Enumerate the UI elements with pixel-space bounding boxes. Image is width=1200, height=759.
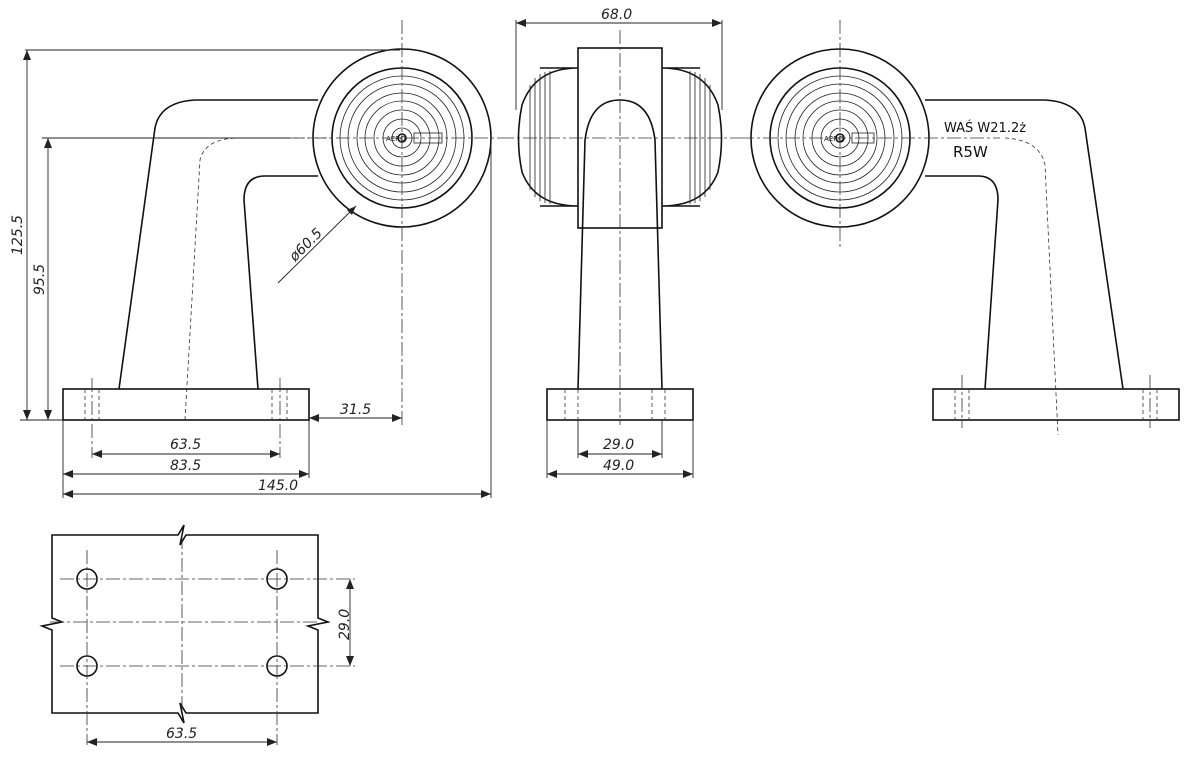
bulb-wedge-note: WAŚ W21.2ż [944, 120, 1026, 136]
dim-side-hole-spacing: 29.0 [577, 420, 663, 458]
dim-side-hole-spacing-label: 29.0 [603, 437, 634, 453]
dim-hole-spacing: 63.5 [92, 437, 280, 458]
dim-hole-spacing-label: 63.5 [170, 437, 201, 453]
dim-height-center-label: 95.5 [32, 264, 48, 295]
dim-side-base-width-label: 49.0 [603, 458, 634, 474]
right-view: AERO WAŚ W21.2ż R5W [740, 20, 1180, 436]
dim-height-total: 125.5 [10, 49, 400, 421]
left-base-plate [62, 388, 310, 421]
dim-offset-label: 31.5 [340, 402, 371, 418]
dim-footprint-horizontal: 63.5 [87, 726, 277, 746]
left-bolt-holes [84, 378, 288, 458]
dim-lamp-width: 68.0 [515, 7, 723, 110]
left-brand-label: AERO [386, 135, 406, 143]
diameter-label: ø60.5 [286, 225, 326, 265]
dim-base-length-label: 83.5 [170, 458, 201, 474]
dim-height-total-label: 125.5 [10, 215, 26, 255]
dim-side-base-width: 49.0 [546, 420, 694, 478]
dim-lamp-width-label: 68.0 [601, 7, 632, 23]
right-brand-label: AERO [824, 135, 844, 143]
middle-lens-hatch-right [689, 71, 711, 204]
dim-height-center: 95.5 [32, 137, 290, 420]
left-view: AERO ø60.5 125.5 95.5 [10, 20, 500, 498]
dim-overall-length-label: 145.0 [258, 478, 298, 494]
dim-footprint-vertical-label: 29.0 [337, 609, 353, 640]
dim-footprint-vertical: 29.0 [337, 579, 354, 666]
dim-offset: 31.5 [309, 402, 402, 422]
right-arm [925, 99, 1124, 390]
footprint-outline [39, 524, 331, 724]
dim-overall-length: 145.0 [63, 138, 492, 498]
left-arm [118, 99, 318, 390]
bulb-type-note: R5W [953, 143, 988, 161]
middle-lens-hatch-left [529, 71, 551, 204]
dim-footprint-horizontal-label: 63.5 [166, 726, 197, 742]
middle-view: 68.0 29.0 49.0 [500, 7, 740, 478]
footprint-view: 29.0 63.5 [39, 524, 355, 746]
diameter-leader: ø60.5 [277, 205, 357, 284]
right-base-plate [932, 388, 1180, 421]
dim-base-length: 83.5 [62, 420, 310, 498]
